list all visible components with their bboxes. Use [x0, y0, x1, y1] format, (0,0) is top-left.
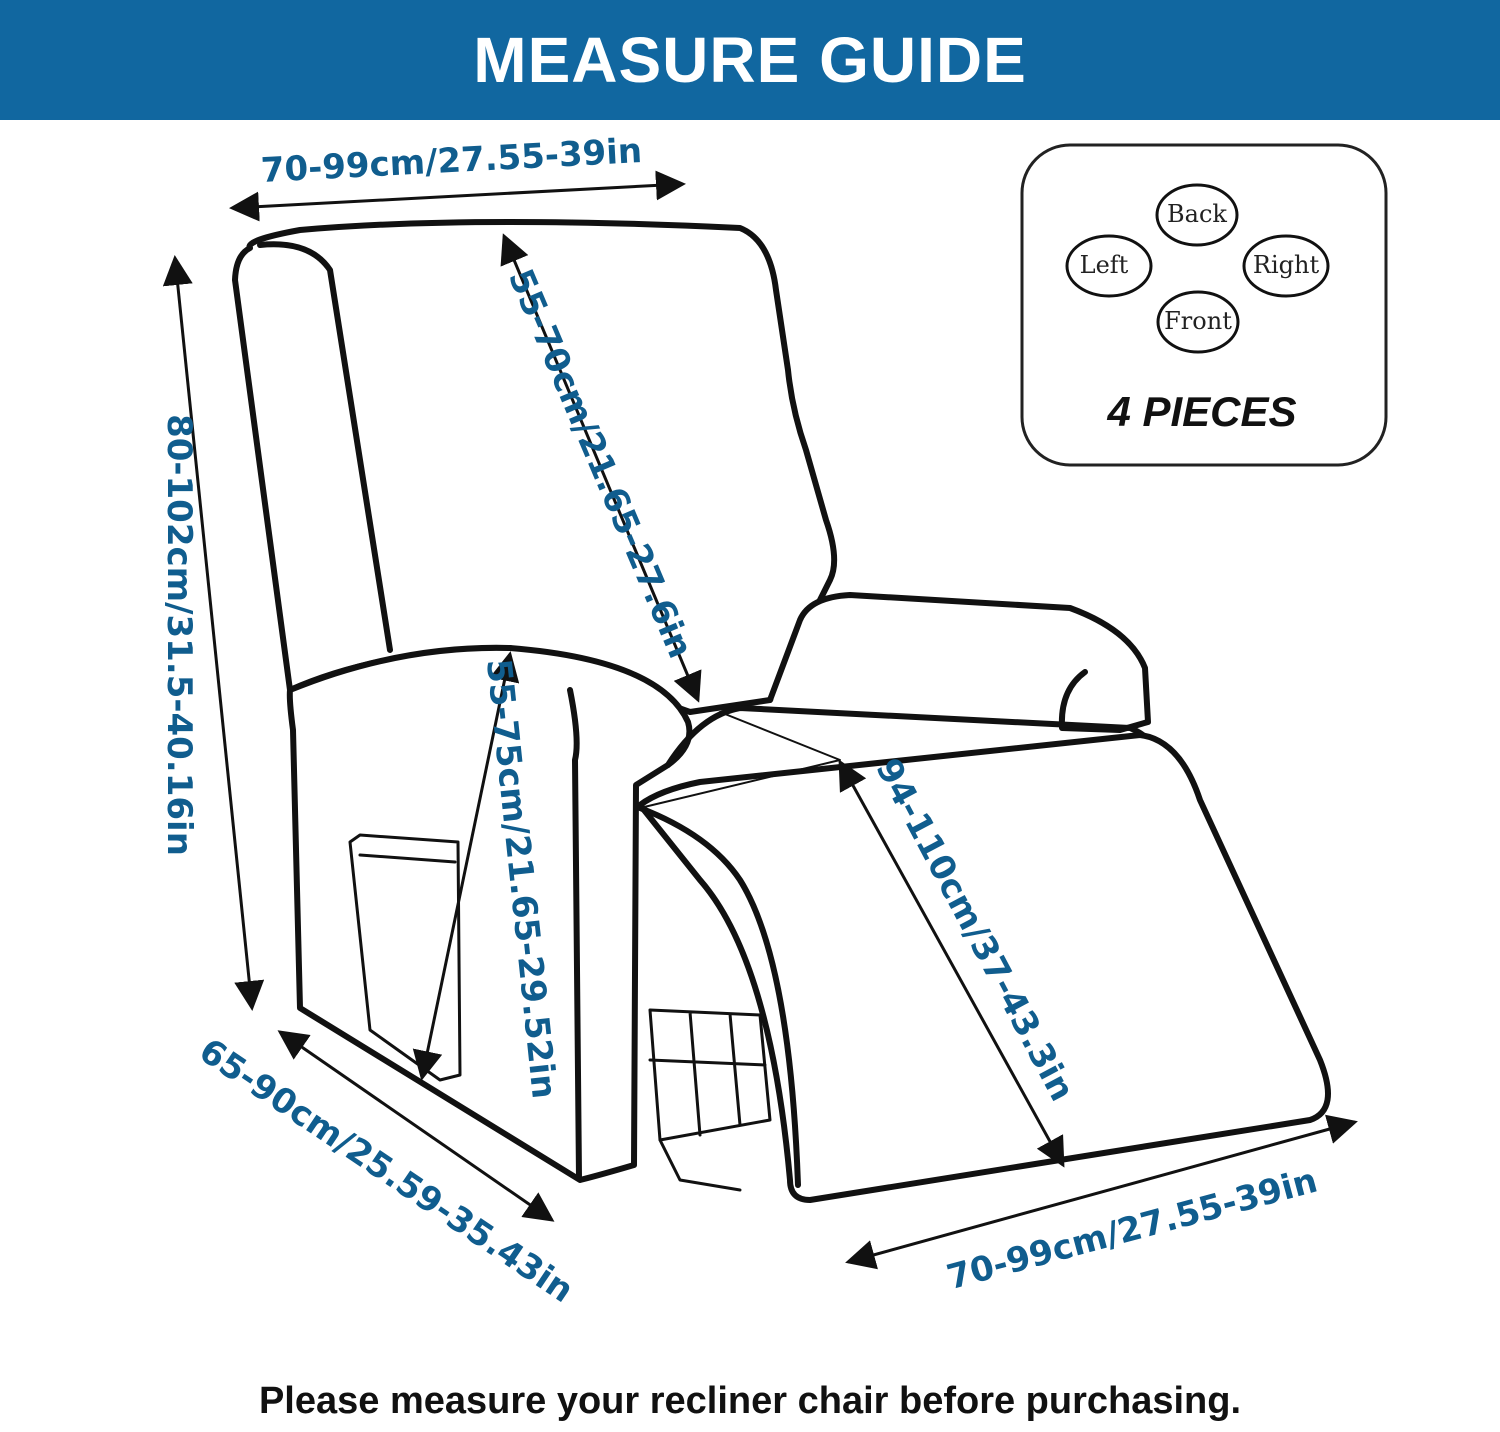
header-banner: MEASURE GUIDE	[0, 0, 1500, 120]
backrest-arrow	[500, 233, 702, 703]
footrest-arrow	[838, 759, 1065, 1168]
piece-left-label: Left	[1080, 251, 1129, 279]
piece-right-shape	[1242, 234, 1330, 298]
top-width-arrow	[229, 170, 686, 222]
top-width-label: 70-99cm/27.55-39in	[260, 131, 643, 191]
pieces-count-title: 4 PIECES	[1106, 388, 1296, 435]
page-title: MEASURE GUIDE	[473, 24, 1027, 96]
piece-front-label: Front	[1164, 307, 1232, 335]
depth-arrow	[277, 1030, 555, 1222]
piece-back-shape	[1155, 183, 1239, 247]
height-arrow	[162, 255, 265, 1011]
height-label: 80-102cm/31.5-40.16in	[159, 414, 199, 856]
pieces-panel: Back Left Right Front 4 PIECES	[1020, 143, 1388, 467]
footer-note: Please measure your recliner chair befor…	[258, 1380, 1242, 1422]
piece-right-label: Right	[1253, 251, 1320, 279]
bottom-width-arrow	[845, 1114, 1358, 1270]
piece-front-shape	[1156, 290, 1240, 354]
piece-back-label: Back	[1167, 200, 1227, 228]
arm-arrow	[412, 651, 520, 1081]
piece-left-shape	[1065, 234, 1153, 298]
dimension-arrows	[162, 170, 1358, 1270]
bottom-width-label: 70-99cm/27.55-39in	[943, 1161, 1322, 1298]
